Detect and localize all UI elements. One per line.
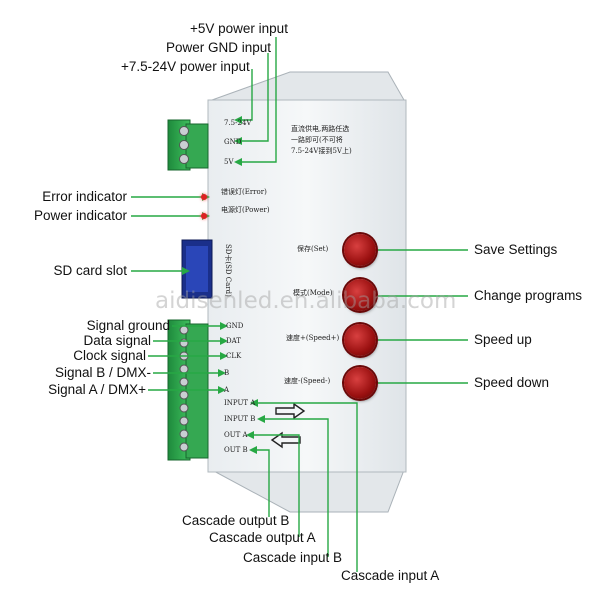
callout-error-indicator: Error indicator	[42, 189, 127, 204]
panel-label-input-a: INPUT A	[224, 399, 256, 407]
callout-cascade-input-a: Cascade input A	[341, 568, 440, 583]
callout-7-5-24v-power-input: +7.5-24V power input	[121, 59, 250, 74]
panel-label-speed-down: 速度-(Speed-)	[284, 377, 331, 385]
panel-label-b: B	[224, 369, 230, 377]
callout-sd-card-slot: SD card slot	[53, 263, 127, 278]
callout-speed-up: Speed up	[474, 332, 532, 347]
callout-power-indicator: Power indicator	[33, 208, 127, 223]
panel-label-set: 保存(Set)	[297, 245, 329, 253]
panel-label-mode: 模式(Mode)	[293, 289, 333, 297]
panel-note-line-2: 一路即可(不可将	[291, 136, 343, 144]
callout-signal-ground: Signal ground	[86, 318, 170, 333]
callout-signal-b-dmx-minus: Signal B / DMX-	[54, 365, 151, 380]
callout-power-gnd-input: Power GND input	[166, 40, 272, 55]
panel-label-out-a: OUT A	[224, 431, 248, 439]
panel-label-gnd: GND	[224, 138, 242, 146]
callout-speed-down: Speed down	[474, 375, 550, 390]
panel-label-power: 电源灯(Power)	[221, 206, 270, 214]
panel-note-line-1: 直流供电,两路任选	[291, 125, 350, 133]
panel-label-5v: 5V	[224, 158, 234, 166]
set-button[interactable]	[344, 234, 376, 266]
callout-data-signal: Data signal	[83, 333, 151, 348]
callout-cascade-output-b: Cascade output B	[182, 513, 290, 528]
top-flange	[211, 71, 405, 101]
panel-label-7-5-24v: 7.5-24V	[224, 119, 252, 127]
panel-label-dat: DAT	[226, 337, 241, 345]
panel-label-input-b: INPUT B	[224, 415, 256, 423]
callout-cascade-input-b: Cascade input B	[243, 550, 343, 565]
speed-up-button[interactable]	[344, 324, 376, 356]
panel-label-clk: CLK	[226, 352, 242, 360]
panel-label-gnd-2: GND	[226, 322, 244, 330]
panel-label-error: 错误灯(Error)	[221, 188, 267, 196]
speed-down-button[interactable]	[344, 367, 376, 399]
panel-note-line-3: 7.5-24V接到5V上)	[291, 147, 352, 155]
mode-button[interactable]	[344, 279, 376, 311]
bottom-flange	[211, 469, 405, 513]
callout-clock-signal: Clock signal	[73, 348, 146, 363]
callout-cascade-output-a: Cascade output A	[209, 530, 316, 545]
panel-label-a: A	[224, 386, 230, 394]
power-led	[201, 213, 207, 219]
callout-signal-a-dmx-plus: Signal A / DMX+	[48, 382, 146, 397]
error-led	[201, 194, 207, 200]
direction-arrows	[270, 402, 306, 449]
panel-label-speed-up: 速度+(Speed+)	[286, 334, 340, 342]
watermark: aidisenled.en.alibaba.com	[155, 288, 457, 314]
callout-save-settings: Save Settings	[474, 242, 558, 257]
callout-change-programs: Change programs	[474, 288, 583, 303]
panel-label-out-b: OUT B	[224, 446, 248, 454]
callout-5v-power-input: +5V power input	[190, 21, 288, 36]
